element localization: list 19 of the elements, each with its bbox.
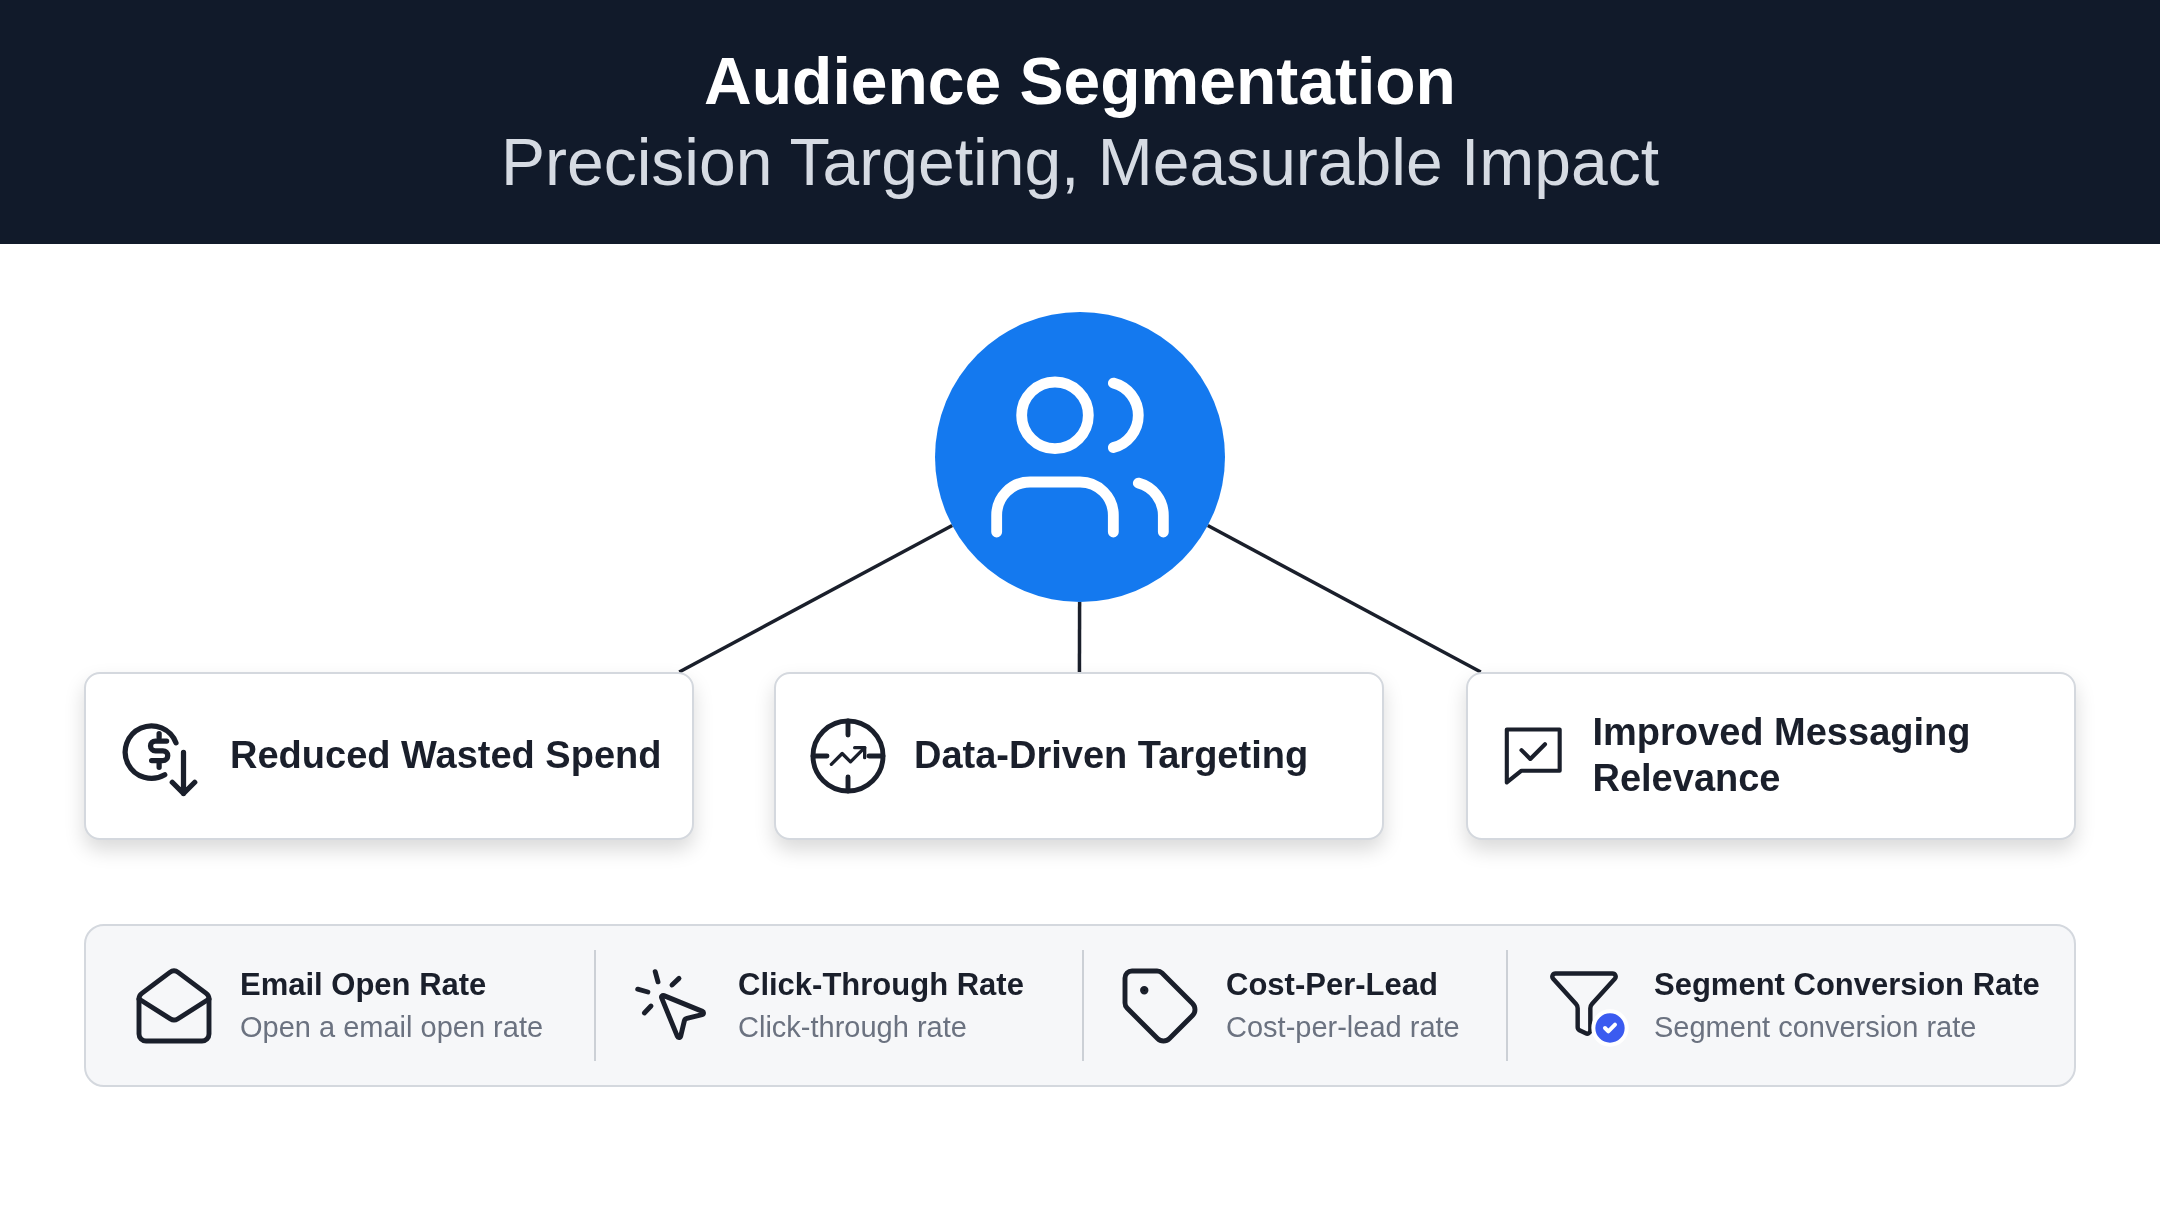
connector-line — [1206, 524, 1482, 674]
metric-description: Cost-per-lead rate — [1226, 1011, 1460, 1044]
metric-title: Email Open Rate — [240, 967, 488, 1003]
connector-line — [1077, 602, 1082, 672]
benefit-card — [774, 672, 1384, 840]
subtitle: Precision Targeting, Measurable Impact — [501, 126, 1659, 199]
benefit-card — [84, 672, 694, 840]
metric-description: Segment conversion rate — [1654, 1011, 1978, 1044]
benefit-card — [1466, 672, 2076, 840]
card-label: Reduced Wasted Spend — [230, 733, 662, 779]
metric-description: Click-through rate — [738, 1011, 968, 1044]
metric-title: Click-Through Rate — [738, 967, 1024, 1003]
card-label: Data-Driven Targeting — [914, 733, 1309, 779]
connector-line — [678, 524, 954, 674]
title: Audience Segmentation — [704, 45, 1456, 118]
metric-title: Segment Conversion Rate — [1654, 967, 2040, 1003]
card-label: Improved Messaging Relevance — [1592, 710, 1972, 801]
metric-title: Cost-Per-Lead — [1226, 967, 1439, 1003]
metric-description: Open a email open rate — [240, 1011, 544, 1044]
